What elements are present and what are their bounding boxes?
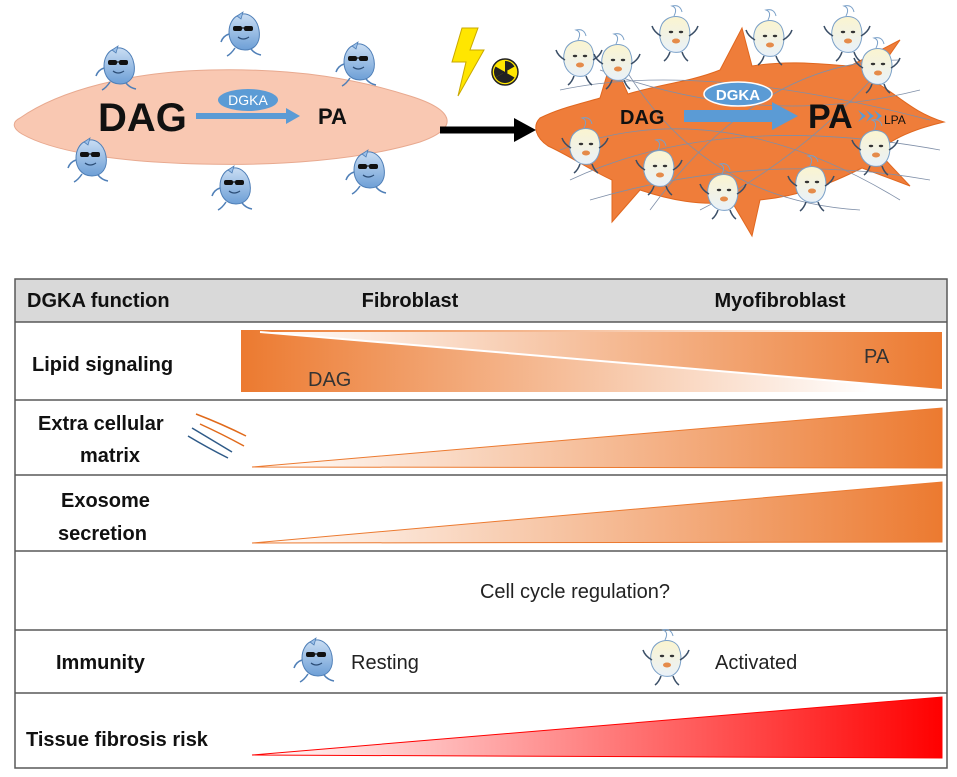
cell-cycle-text: Cell cycle regulation? <box>480 581 670 603</box>
function-table: DGKA function Fibroblast Myofibroblast L… <box>14 278 948 769</box>
lipid-dag-label: DAG <box>308 369 351 391</box>
resting-immune-cell-icon <box>293 637 335 683</box>
activated-immune-cell-icon <box>745 8 793 66</box>
exosome-increase-ramp <box>251 481 943 544</box>
fibrosis-risk-ramp <box>251 696 943 759</box>
activated-dgka-badge <box>703 81 773 107</box>
row-label-exosome-line2: secretion <box>58 523 147 545</box>
radiation-icon <box>491 58 519 86</box>
resting-dgka-badge <box>218 89 278 111</box>
resting-immune-cell-icon <box>220 11 262 57</box>
stimulus-group <box>440 27 536 142</box>
table-row: Cell cycle regulation? <box>480 581 670 603</box>
resting-dag-label: DAG <box>98 96 187 140</box>
table-row: Exosome secretion <box>58 481 943 545</box>
activated-conversion-arrowhead <box>772 102 798 130</box>
row-label-lipid-signaling: Lipid signaling <box>32 354 173 376</box>
row-dividers <box>15 321 947 694</box>
row-label-ecm-line1: Extra cellular <box>38 413 164 435</box>
activated-myofibroblast-panel: DAG DGKA PA LPA <box>535 4 946 238</box>
activated-dag-label: DAG <box>620 107 664 129</box>
row-label-immunity: Immunity <box>56 652 146 674</box>
resting-immune-cell-icon <box>211 165 253 211</box>
header-myofibroblast: Myofibroblast <box>714 290 845 312</box>
activated-immune-cell-icon <box>823 4 871 62</box>
activated-immune-cell-icon <box>651 4 699 62</box>
immunity-activated-label: Activated <box>715 652 797 674</box>
table-row: Lipid signaling DAG PA <box>32 330 943 392</box>
row-label-fibrosis-risk: Tissue fibrosis risk <box>26 729 209 751</box>
row-label-ecm-line2: matrix <box>80 445 140 467</box>
ecm-increase-ramp <box>251 407 943 469</box>
immunity-resting-label: Resting <box>351 652 419 674</box>
table-header-row <box>15 279 947 322</box>
table-border <box>14 278 948 769</box>
resting-fibroblast-panel: DAG DGKA PA <box>13 11 448 211</box>
table-row: Tissue fibrosis risk <box>26 696 943 759</box>
resting-dgka-label: DGKA <box>228 92 268 108</box>
lpa-label: LPA <box>884 113 906 127</box>
header-fibroblast: Fibroblast <box>362 290 459 312</box>
ecm-fibers-icon <box>187 413 247 459</box>
activated-pa-label: PA <box>808 98 853 136</box>
resting-pa-label: PA <box>318 104 347 129</box>
lpa-chevrons <box>858 110 882 122</box>
table-row: Extra cellular matrix <box>38 407 943 469</box>
activated-immune-cell-icon <box>642 628 690 686</box>
table-row: Immunity Resting Activated <box>56 628 797 686</box>
resting-conversion-arrowhead <box>286 108 300 124</box>
activated-dgka-label: DGKA <box>716 87 760 104</box>
right-arrow-icon <box>514 118 536 142</box>
lightning-bolt-icon <box>451 27 485 97</box>
header-dgka-function: DGKA function <box>27 290 170 312</box>
row-label-exosome-line1: Exosome <box>61 490 150 512</box>
lipid-pa-label: PA <box>864 346 890 368</box>
